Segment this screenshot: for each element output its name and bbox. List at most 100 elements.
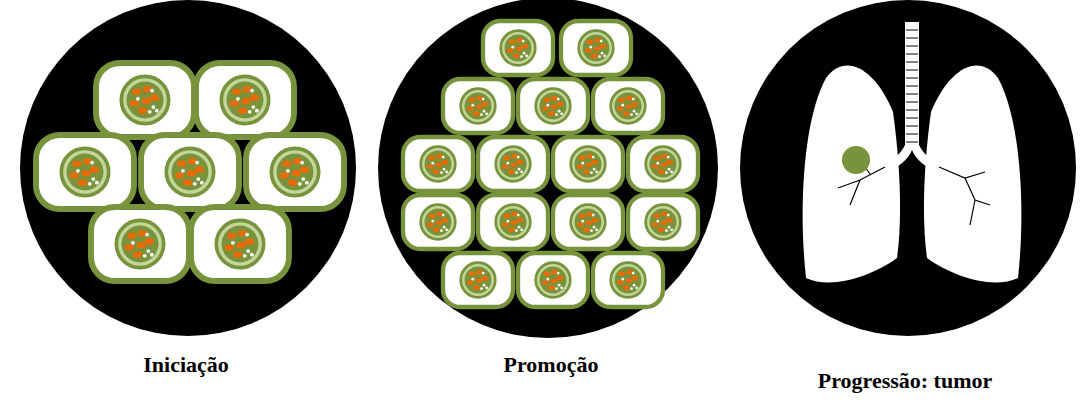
nucleus-core (465, 93, 492, 120)
granule (670, 170, 673, 173)
nucleus-core (172, 154, 209, 191)
chromatin (433, 169, 440, 174)
chromatin (543, 98, 550, 103)
bronchiole (939, 167, 985, 178)
chromatin (516, 160, 523, 165)
cell-nucleus (61, 148, 108, 195)
cell (403, 195, 473, 249)
cell (443, 253, 513, 307)
cell (628, 195, 698, 249)
granule (518, 168, 521, 171)
chromatin (72, 160, 81, 167)
cell-nucleus (611, 89, 646, 124)
chromatin (475, 278, 482, 283)
granule (632, 98, 635, 101)
nucleus-core (277, 154, 314, 191)
chromatin (250, 94, 259, 101)
cell-nucleus (579, 31, 614, 66)
granule (300, 161, 304, 165)
granule (630, 113, 633, 116)
granule (431, 162, 434, 165)
granule (557, 272, 560, 275)
granule (668, 226, 671, 229)
chromatin (585, 48, 592, 53)
chromatin (175, 172, 184, 179)
nucleus-core (425, 151, 452, 178)
chromatin (508, 40, 515, 45)
cell-membrane (628, 137, 698, 191)
granule (633, 284, 636, 287)
chromatin (510, 220, 517, 225)
chromatin (660, 220, 667, 225)
chromatin (585, 162, 592, 167)
granule (151, 105, 155, 109)
chromatin (666, 218, 673, 223)
granule (246, 249, 250, 253)
cell-membrane (36, 135, 134, 209)
chromatin (428, 214, 435, 219)
cell (96, 63, 194, 137)
granule (483, 284, 486, 287)
granule (635, 112, 638, 115)
granule (506, 162, 509, 165)
chromatin (510, 162, 517, 167)
cell-nucleus (646, 205, 681, 240)
trachea-ring (906, 102, 918, 103)
chromatin (90, 166, 99, 173)
chromatin (591, 53, 598, 58)
granule (236, 97, 240, 101)
chromatin (503, 214, 510, 219)
granule (482, 272, 485, 275)
chromatin (245, 238, 254, 245)
nucleus-core (122, 226, 159, 263)
cell-membrane (191, 207, 289, 281)
stage-label: Iniciação (143, 352, 229, 378)
chromatin (591, 160, 598, 165)
granule (670, 228, 673, 231)
cell-nucleus (421, 147, 456, 182)
bronchiole (970, 200, 975, 225)
nucleus-core (583, 35, 610, 62)
cell-nucleus (461, 89, 496, 124)
granule (603, 54, 606, 57)
granule (155, 109, 159, 113)
cell-nucleus (221, 76, 268, 123)
stage-disc (378, 0, 718, 338)
chromatin (441, 160, 448, 165)
chromatin (660, 162, 667, 167)
granule (91, 177, 95, 181)
chromatin (232, 88, 241, 95)
cell (191, 207, 289, 281)
cell-nucleus (421, 205, 456, 240)
trachea-ring (906, 54, 918, 55)
granule (656, 220, 659, 223)
granule (483, 110, 486, 113)
chromatin (236, 242, 245, 249)
cell (593, 253, 663, 307)
stage-label: Promoção (504, 352, 599, 378)
cell-nucleus (116, 220, 163, 267)
granule (560, 112, 563, 115)
nucleus-core (615, 267, 642, 294)
chromatin (241, 98, 250, 105)
chromatin (481, 102, 488, 107)
chromatin (481, 276, 488, 281)
granule (630, 287, 633, 290)
chromatin (280, 172, 289, 179)
granule (523, 52, 526, 55)
granule (632, 272, 635, 275)
cell-nucleus (496, 147, 531, 182)
chromatin (145, 238, 154, 245)
chromatin (507, 48, 514, 53)
cell-nucleus (216, 220, 263, 267)
bronchiole (850, 180, 860, 205)
chromatin (577, 222, 584, 227)
chromatin (468, 272, 475, 277)
granule (440, 171, 443, 174)
granule (558, 284, 561, 287)
granule (601, 52, 604, 55)
chromatin (521, 44, 528, 49)
granule (515, 229, 518, 232)
granule (518, 226, 521, 229)
granule (471, 278, 474, 281)
